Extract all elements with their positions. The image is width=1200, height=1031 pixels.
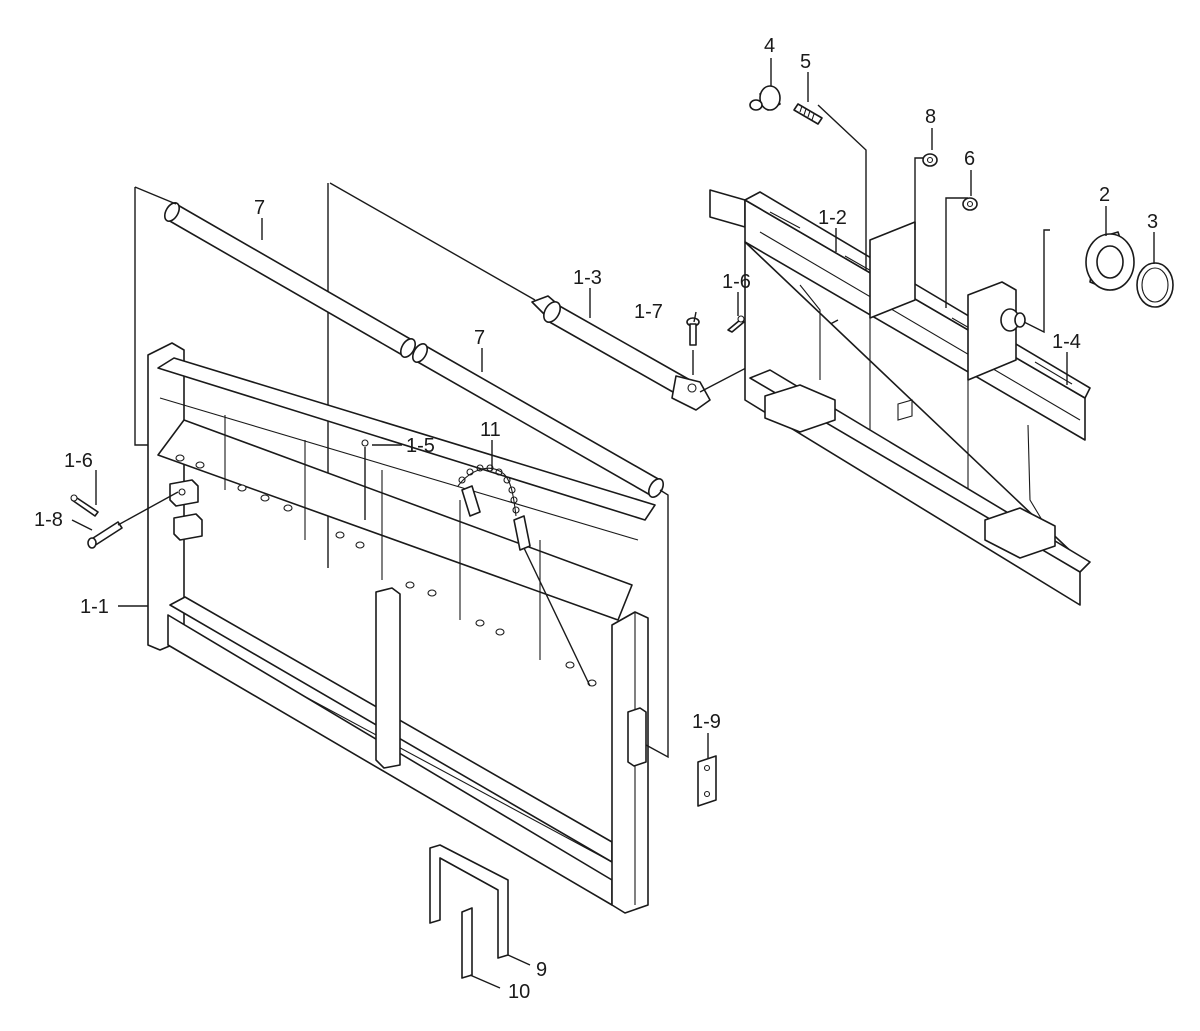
nut-8 [922,153,938,167]
label-2: 2 [1099,184,1110,206]
pin-1-7 [686,317,700,346]
label-1-5: 1-5 [406,435,435,457]
label-3: 3 [1147,211,1158,233]
label-1-6-right: 1-6 [722,271,751,293]
pin-1-8 [87,521,123,549]
plate-10 [461,907,473,979]
chain-11 [457,464,531,551]
label-1-8: 1-8 [34,509,63,531]
roller-4 [749,85,781,111]
nut-6 [962,197,978,211]
bolt-5 [793,103,823,125]
label-1-4: 1-4 [1052,331,1081,353]
cotter-1-6-left [70,494,99,517]
label-1-2: 1-2 [818,207,847,229]
cylinder-1-3 [531,295,711,411]
label-5: 5 [800,51,811,73]
leader-lines [71,58,1155,989]
label-7-upper: 7 [254,197,265,219]
label-6: 6 [964,148,975,170]
pin-1-5 [361,439,369,447]
back-plate-1-2 [709,189,1091,606]
callout-labels: 4 5 8 6 2 3 1-2 1-4 7 7 1-3 1-7 1-6 1-5 … [34,35,1158,1003]
clip-1-9 [697,755,717,807]
label-1-3: 1-3 [573,267,602,289]
cotter-1-6-right [727,315,745,333]
label-9: 9 [536,959,547,981]
rod-7-upper [163,202,417,358]
label-1-6-left: 1-6 [64,450,93,472]
stud-1-4 [1000,308,1026,332]
label-8: 8 [925,106,936,128]
fork-frame-1-1 [134,183,656,914]
label-4: 4 [764,35,775,57]
snap-ring-3 [1136,262,1174,308]
label-1-7: 1-7 [634,301,663,323]
label-1-1: 1-1 [80,596,109,618]
bearing-2 [1085,231,1135,291]
label-11: 11 [480,419,501,441]
label-1-9: 1-9 [692,711,721,733]
rod-7-lower [411,343,665,498]
bracket-9 [429,844,509,959]
label-10: 10 [508,981,530,1003]
label-7-lower: 7 [474,327,485,349]
